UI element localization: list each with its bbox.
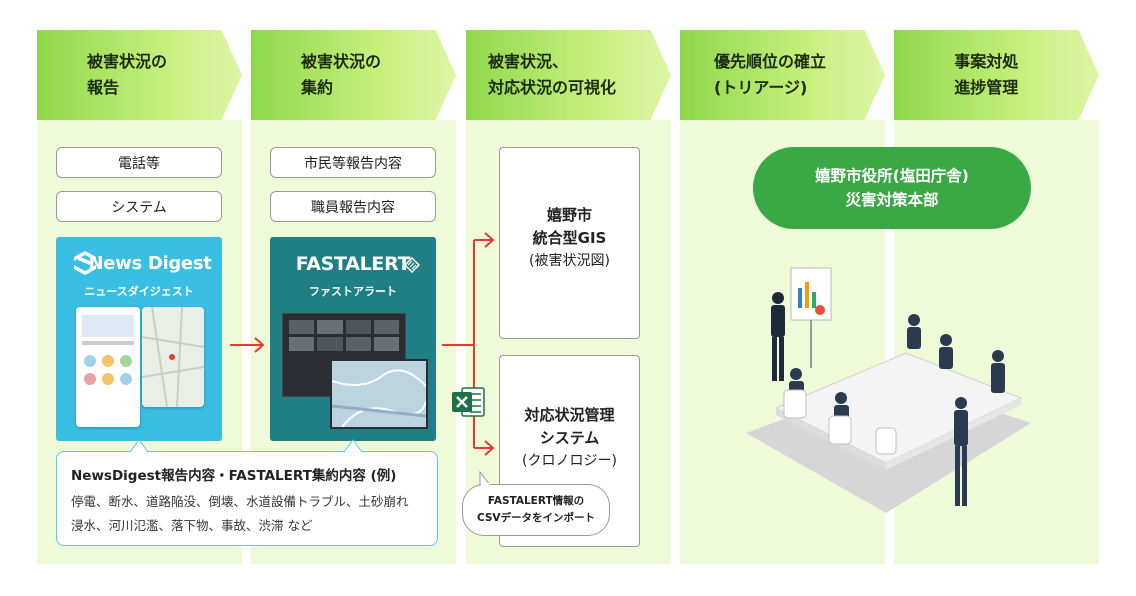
disaster-hq-line2: 災害対策本部 <box>845 191 939 209</box>
step-title-3: 被害状況、 対応状況の可視化 <box>488 52 617 97</box>
disaster-hq-badge: 嬉野市役所(塩田庁舎) 災害対策本部 <box>753 147 1031 229</box>
step-header-3: 被害状況、 対応状況の可視化 <box>466 30 671 120</box>
gis-box-line3: (被害状況図) <box>529 253 610 269</box>
step-title-1: 被害状況の 報告 <box>87 52 168 97</box>
meeting-illustration <box>746 267 1031 513</box>
csv-import-bubble: FASTALERT情報の CSVデータをインポート <box>462 484 610 536</box>
report-examples-line1: 停電、断水、道路陥没、倒壊、水道設備トラブル、土砂崩れ <box>71 494 409 509</box>
csv-bubble-tail <box>479 470 491 486</box>
newsdigest-screenshot <box>76 307 140 427</box>
fastalert-logo-icon <box>404 257 420 273</box>
tag-staff-report-label: 職員報告内容 <box>311 199 395 216</box>
newsdigest-logo-text: News Digest <box>88 253 212 274</box>
fastalert-map-screenshot <box>330 359 428 429</box>
step-title-2: 被害状況の 集約 <box>301 52 382 97</box>
fastalert-dashboard-screenshot <box>282 313 406 397</box>
chronology-box-line1: 対応状況管理 <box>524 406 615 424</box>
tag-citizen-report: 市民等報告内容 <box>270 147 436 178</box>
newsdigest-card: News Digest ニュースダイジェスト <box>56 237 222 441</box>
newsdigest-map-screenshot <box>141 306 205 408</box>
tag-phone: 電話等 <box>56 147 222 178</box>
tag-system-label: システム <box>111 199 167 216</box>
step-title-4: 優先順位の確立 (トリアージ) <box>714 52 827 97</box>
fastalert-logo-text: FASTALERT <box>295 253 411 275</box>
gis-box: 嬉野市 統合型GIS (被害状況図) <box>499 147 640 339</box>
chronology-box-line2: システム <box>539 429 600 447</box>
step-header-5: 事案対処 進捗管理 <box>894 30 1099 120</box>
step-header-1: 被害状況の 報告 <box>37 30 242 120</box>
step-title-5: 事案対処 進捗管理 <box>954 52 1019 97</box>
gis-box-line1: 嬉野市 <box>546 206 592 224</box>
report-examples-title: NewsDigest報告内容・FASTALERT集約内容 (例) <box>71 468 397 484</box>
newsdigest-logo-icon <box>74 251 96 275</box>
step-header-4: 優先順位の確立 (トリアージ) <box>680 30 885 120</box>
report-examples-body: 停電、断水、道路陥没、倒壊、水道設備トラブル、土砂崩れ 浸水、河川氾濫、落下物、… <box>71 490 409 538</box>
tag-citizen-report-label: 市民等報告内容 <box>304 155 402 172</box>
tag-phone-label: 電話等 <box>118 155 160 172</box>
gis-box-line2: 統合型GIS <box>532 229 607 247</box>
csv-import-line2: CSVデータをインポート <box>476 512 596 524</box>
chronology-box-line3: (クロノロジー) <box>522 453 617 469</box>
disaster-hq-line1: 嬉野市役所(塩田庁舎) <box>815 167 969 185</box>
fastalert-card: FASTALERT ファストアラート <box>270 237 436 441</box>
tag-system: システム <box>56 191 222 222</box>
tag-staff-report: 職員報告内容 <box>270 191 436 222</box>
newsdigest-subtitle: ニュースダイジェスト <box>84 285 194 298</box>
csv-import-line1: FASTALERT情報の <box>487 495 585 507</box>
excel-icon <box>452 387 485 417</box>
report-examples-line2: 浸水、河川氾濫、落下物、事故、渋滞 など <box>71 518 313 533</box>
report-examples-box: NewsDigest報告内容・FASTALERT集約内容 (例) 停電、断水、道… <box>56 451 438 546</box>
fastalert-subtitle: ファストアラート <box>309 285 397 298</box>
step-header-2: 被害状況の 集約 <box>251 30 456 120</box>
